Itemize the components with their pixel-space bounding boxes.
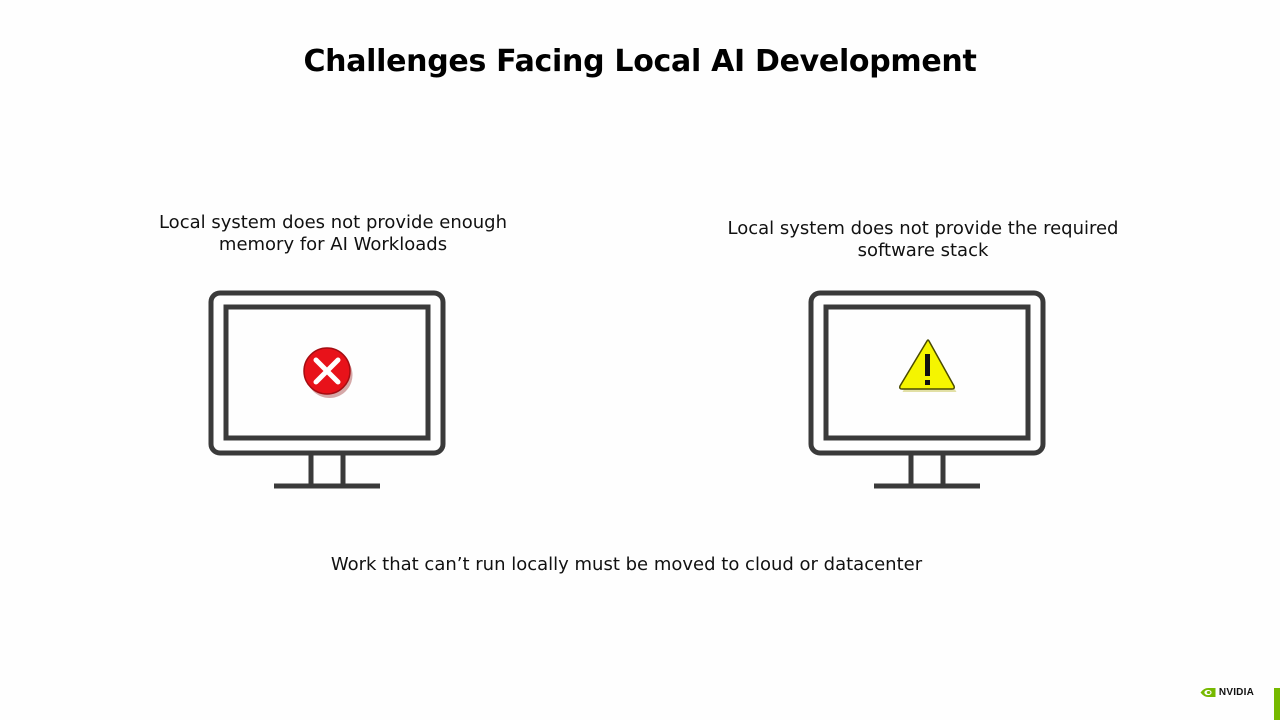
footer-note: Work that can’t run locally must be move…: [330, 554, 923, 575]
right-caption-line-1: Local system does not provide the requir…: [727, 218, 1119, 239]
right-caption-line-2: software stack: [857, 240, 989, 261]
nvidia-eye-icon: [1200, 687, 1216, 698]
right-caption: Local system does not provide the requir…: [703, 218, 1143, 262]
left-caption-line-1: Local system does not provide enough: [158, 212, 508, 233]
left-caption-line-2: memory for AI Workloads: [218, 234, 448, 255]
monitor-warning-icon: [808, 290, 1046, 489]
brand-logo: NVIDIA: [1200, 687, 1254, 698]
brand-name: NVIDIA: [1218, 687, 1254, 698]
slide-title: Challenges Facing Local AI Development: [303, 44, 977, 79]
warning-triangle-icon: [899, 339, 957, 392]
left-caption: Local system does not provide enough mem…: [133, 212, 533, 256]
monitor-error-icon: [208, 290, 446, 489]
brand-accent-bar: [1274, 688, 1280, 720]
error-x-icon: [303, 347, 353, 398]
